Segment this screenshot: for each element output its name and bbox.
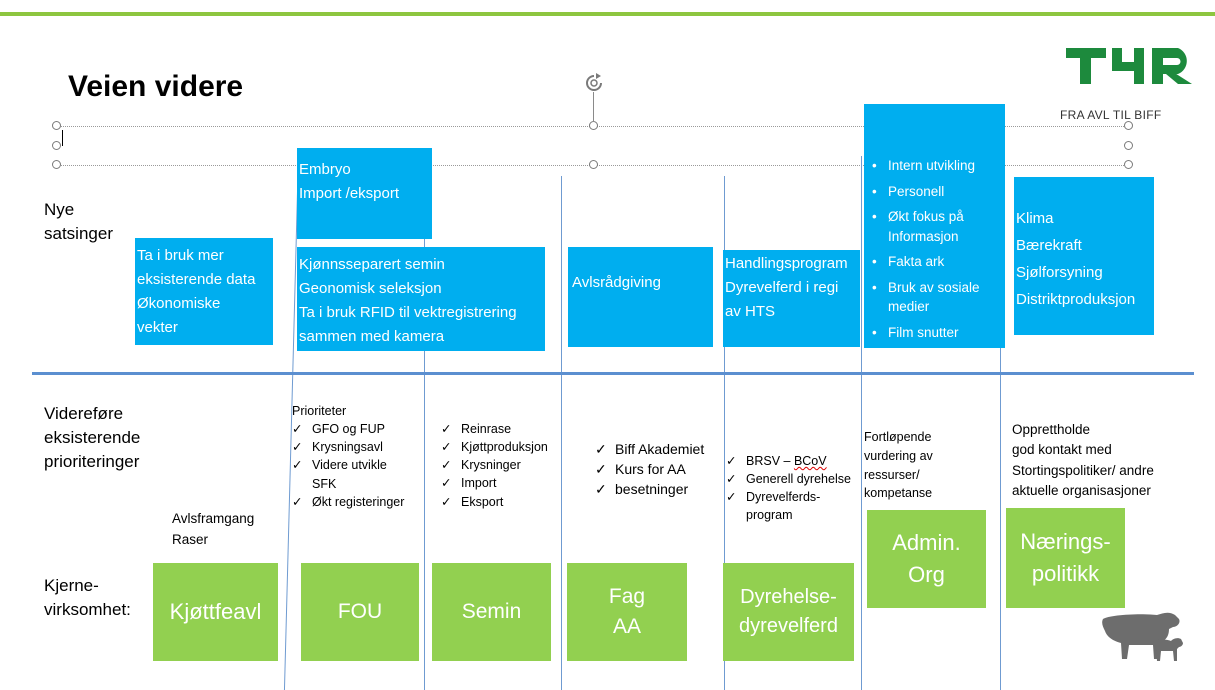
text-cursor — [62, 130, 63, 146]
list-item: Kurs for AA — [595, 460, 704, 480]
list-item: Krysninger — [441, 456, 548, 474]
resize-handle-bottom[interactable] — [589, 160, 598, 169]
new-fou-top-box[interactable]: Embryo Import /eksport — [297, 148, 432, 239]
list-item: GFO og FUP — [292, 420, 404, 438]
resize-handle-top-left[interactable] — [52, 121, 61, 130]
slide-title[interactable]: Veien videre — [68, 70, 244, 103]
core-semin-box[interactable]: Semin — [432, 563, 551, 661]
resize-handle-right[interactable] — [1124, 141, 1133, 150]
column-divider — [1000, 180, 1001, 690]
continue-fag-text: Biff Akademiet Kurs for AA besetninger — [595, 440, 704, 500]
resize-handle-top-right[interactable] — [1124, 121, 1133, 130]
continue-dyrehelse-text: BRSV – BCoV Generell dyrehelse Dyrevelfe… — [726, 452, 851, 525]
list-item: Generell dyrehelse — [726, 470, 851, 488]
list-item: Økt fokus på Informasjon — [864, 207, 1005, 246]
list-item: Film snutter — [864, 323, 1005, 343]
new-fag-box[interactable]: Avlsrådgiving — [568, 247, 713, 347]
list-item: Økt registeringer — [292, 493, 404, 511]
new-dyrehelse-box[interactable]: Handlingsprogram Dyrevelferd i regi av H… — [723, 250, 860, 347]
core-naering-box[interactable]: Nærings- politikk — [1006, 508, 1125, 608]
continue-kjottfeavl-text: Avlsframgang Raser — [172, 511, 255, 547]
resize-handle-left[interactable] — [52, 141, 61, 150]
core-fou-box[interactable]: FOU — [301, 563, 419, 661]
rotate-handle-icon[interactable] — [583, 72, 605, 99]
new-naering-box[interactable]: Klima Bærekraft Sjølforsyning Distriktpr… — [1014, 177, 1154, 335]
continue-fou-text: Prioriteter GFO og FUP Krysningsavl Vide… — [292, 402, 404, 511]
list-item: Intern utvikling — [864, 156, 1005, 176]
spellcheck-word: BCoV — [793, 454, 827, 468]
continue-naering-text: Opprettholde god kontakt med Stortingspo… — [1012, 422, 1154, 498]
list-item: Dyrevelferds- — [726, 488, 851, 506]
column-divider — [561, 176, 562, 690]
row-label-core: Kjerne-virksomhet: — [44, 576, 131, 620]
core-dyrehelse-box[interactable]: Dyrehelse- dyrevelferd — [723, 563, 854, 661]
list-item: Import — [441, 474, 548, 492]
list-item: Fakta ark — [864, 252, 1005, 272]
admin-bullet-list: Intern utvikling Personell Økt fokus på … — [864, 156, 1005, 343]
list-item: Krysningsavl — [292, 438, 404, 456]
core-admin-box[interactable]: Admin. Org — [867, 510, 986, 608]
list-item: Eksport — [441, 493, 548, 511]
cow-and-calf-icon — [1099, 607, 1189, 672]
continue-semin-text: Reinrase Kjøttproduksjon Krysninger Impo… — [441, 420, 548, 511]
continue-admin-text: Fortløpende vurdering av ressurser/ komp… — [864, 430, 933, 501]
list-item: Personell — [864, 182, 1005, 202]
new-admin-box[interactable]: Intern utvikling Personell Økt fokus på … — [864, 104, 1005, 348]
resize-handle-bottom-right[interactable] — [1124, 160, 1133, 169]
list-item: BRSV – BCoV — [726, 452, 851, 470]
new-fou-main-box[interactable]: Kjønnsseparert semin Geonomisk seleksjon… — [297, 247, 545, 351]
column-divider — [424, 172, 425, 690]
list-item: Videre utvikle — [292, 456, 404, 474]
section-divider — [32, 372, 1194, 375]
list-item: Biff Akademiet — [595, 440, 704, 460]
list-item: Reinrase — [441, 420, 548, 438]
new-kjottfeavl-box[interactable]: Ta i bruk mer eksisterende data Økonomis… — [135, 238, 273, 345]
list-item: besetninger — [595, 480, 704, 500]
column-divider — [861, 156, 862, 690]
list-item: Kjøttproduksjon — [441, 438, 548, 456]
top-accent-bar — [0, 12, 1215, 16]
core-kjottfeavl-box[interactable]: Kjøttfeavl — [153, 563, 278, 661]
column-divider — [724, 176, 725, 690]
logo-tagline: FRA AVL TIL BIFF — [1060, 108, 1162, 122]
core-fag-box[interactable]: Fag AA — [567, 563, 687, 661]
list-item: Bruk av sosiale medier — [864, 278, 1005, 317]
tyr-logo — [1066, 44, 1194, 93]
rotate-stem — [593, 92, 594, 122]
resize-handle-bottom-left[interactable] — [52, 160, 61, 169]
resize-handle-top[interactable] — [589, 121, 598, 130]
